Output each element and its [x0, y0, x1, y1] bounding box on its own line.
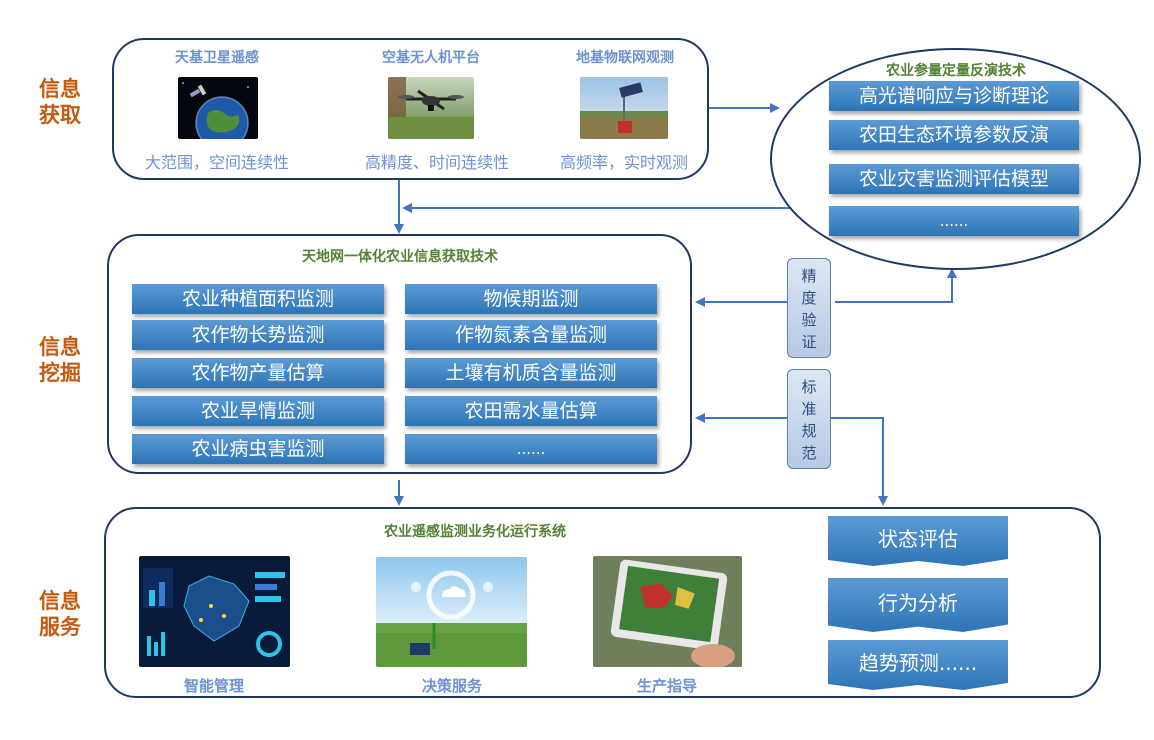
arrow-standard-to-service: [831, 417, 888, 506]
side-label-acquire-line1: 信息: [39, 77, 81, 101]
source-caption-satellite: 大范围，空间连续性: [144, 153, 289, 172]
source-title-iot: 地基物联网观测: [576, 50, 674, 66]
app-caption-production-guidance: 生产指导: [636, 677, 697, 695]
standard-char-3: 规: [801, 422, 817, 440]
mining-item-drought: 农业旱情监测: [132, 396, 384, 426]
inversion-item-hyperspectral: 高光谱响应与诊断理论: [829, 81, 1079, 111]
production-guidance-image: [593, 556, 742, 667]
iot-image: [580, 77, 668, 139]
inversion-item-disaster-model: 农业灾害监测评估模型: [829, 164, 1079, 194]
standard-char-4: 范: [801, 444, 817, 462]
mining-item-water-demand: 农田需水量估算: [405, 396, 657, 426]
arrow-precision-to-inversion: [835, 268, 957, 303]
tablet-map-icon: [610, 559, 735, 667]
mining-item-crop-growth: 农作物长势监测: [132, 320, 384, 350]
mining-item-more: ......: [405, 434, 657, 464]
output-trend-prediction: 趋势预测......: [828, 640, 1008, 690]
side-label-acquire-line2: 获取: [39, 103, 81, 127]
mining-title: 天地网一体化农业信息获取技术: [302, 249, 498, 265]
source-caption-iot: 高频率，实时观测: [559, 153, 688, 172]
mining-item-pests: 农业病虫害监测: [132, 434, 384, 464]
mining-item-planting-area: 农业种植面积监测: [132, 284, 384, 314]
precision-char-4: 证: [801, 333, 817, 351]
source-title-uav: 空基无人机平台: [382, 50, 480, 66]
precision-char-1: 精: [801, 267, 817, 285]
uav-image: [388, 77, 474, 139]
side-label-service: 信息 服务: [30, 588, 90, 640]
source-caption-uav: 高精度、时间连续性: [364, 153, 509, 172]
side-label-mining-line2: 挖掘: [39, 361, 81, 385]
output-behavior-analysis: 行为分析: [828, 578, 1008, 632]
standard-char-2: 准: [801, 400, 817, 418]
mining-item-phenology: 物候期监测: [405, 284, 657, 314]
decision-service-image: [376, 557, 527, 667]
precision-validation-box: 精 度 验 证: [787, 258, 831, 358]
side-label-mining-line1: 信息: [39, 335, 81, 359]
side-label-service-line2: 服务: [39, 615, 81, 639]
mining-item-nitrogen: 作物氮素含量监测: [405, 320, 657, 350]
app-caption-smart-management: 智能管理: [183, 677, 244, 695]
side-label-service-line1: 信息: [39, 589, 81, 613]
service-title: 农业遥感监测业务化运行系统: [384, 524, 566, 540]
drone-icon: [388, 77, 474, 139]
standard-char-1: 标: [801, 378, 817, 396]
precision-char-3: 验: [801, 311, 817, 329]
mining-item-soil-organic: 土壤有机质含量监测: [405, 358, 657, 388]
app-caption-decision-service: 决策服务: [421, 677, 482, 695]
side-label-acquire: 信息 获取: [30, 76, 90, 128]
inversion-item-more: ......: [829, 206, 1079, 236]
side-label-mining: 信息 挖掘: [30, 334, 90, 386]
mining-item-yield-estimate: 农作物产量估算: [132, 358, 384, 388]
dashboard-icon: [143, 568, 285, 657]
standard-spec-box: 标 准 规 范: [787, 369, 831, 469]
iot-station-icon: [580, 82, 668, 139]
decision-icon: [376, 570, 527, 667]
satellite-image: [178, 77, 258, 139]
smart-management-image: [139, 556, 290, 667]
source-title-satellite: 天基卫星遥感: [175, 50, 259, 66]
output-state-assessment: 状态评估: [828, 516, 1008, 566]
inversion-item-eco-params: 农田生态环境参数反演: [829, 120, 1079, 150]
precision-char-2: 度: [801, 289, 817, 307]
inversion-title: 农业参量定量反演技术: [886, 63, 1026, 79]
satellite-earth-icon: [182, 82, 249, 139]
